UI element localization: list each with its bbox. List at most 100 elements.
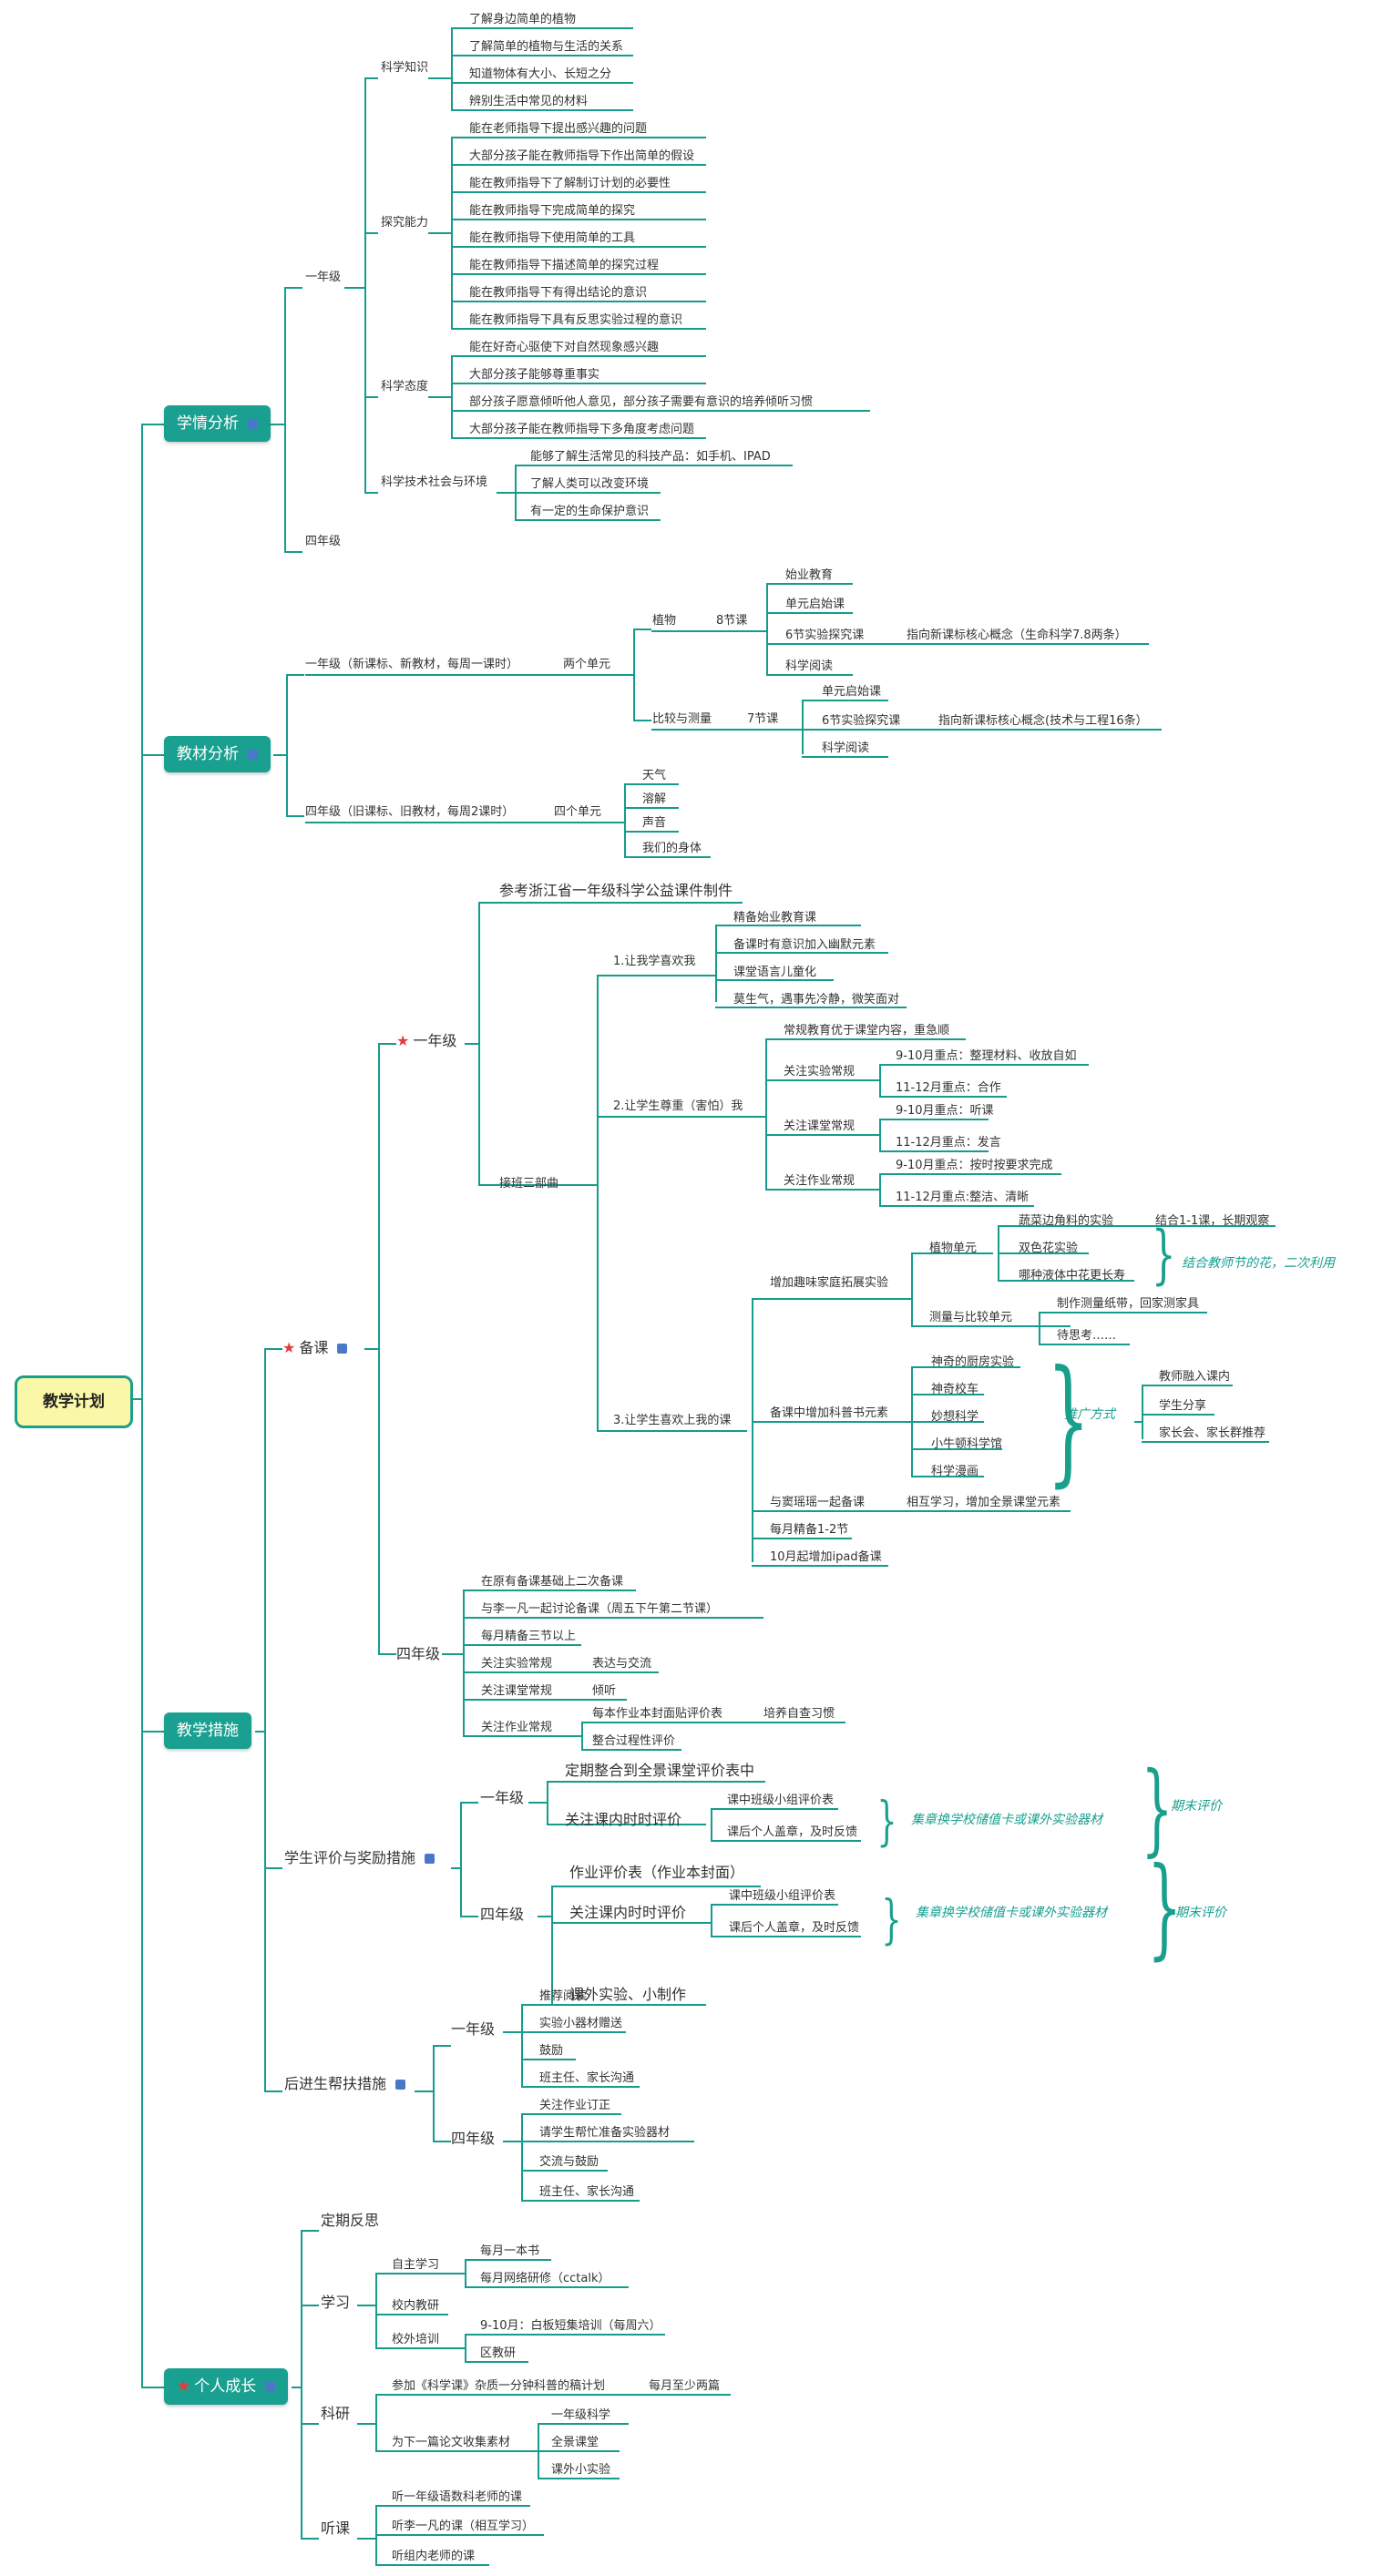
jc-four-item[interactable]: 我们的身体 [642,842,702,855]
jc-grade1[interactable]: 一年级（新课标、新教材，每周一课时） [305,658,519,671]
jc-zhiwu-note[interactable]: 指向新课标核心概念（生命科学7.8两条） [907,629,1127,642]
cs-ktc-item[interactable]: 9-10月重点：听课 [896,1104,994,1118]
cs-pj-g4-item[interactable]: 作业评价表（作业本封面） [569,1864,745,1881]
cz-xiaowai-item[interactable]: 9-10月：白板短集培训（每周六） [480,2319,661,2333]
cs-hj-g4-item[interactable]: 交流与鼓励 [539,2155,599,2169]
cs-pj-sub[interactable]: 课中班级小组评价表 [727,1794,835,1807]
cz-tingke[interactable]: 听课 [321,2520,351,2537]
cs-g4-item[interactable]: 关注实验常规 [481,1657,553,1671]
cs-hj-g1-item[interactable]: 班主任、家长沟通 [539,2071,635,2085]
cs-hj-g4-item[interactable]: 班主任、家长沟通 [539,2185,635,2199]
cz-xiaowai-item[interactable]: 区教研 [480,2346,517,2360]
cz-tingke-item[interactable]: 听李一凡的课（相互学习） [392,2520,535,2533]
jc-bijiao-item[interactable]: 6节实验探究课 [822,714,901,728]
cs-celiang-item[interactable]: 制作测量纸带，回家测家具 [1057,1297,1200,1311]
cs-hj-g1-item[interactable]: 实验小器材赠送 [539,2017,623,2030]
cs-pj-g4-item[interactable]: 课外实验、小制作 [569,1986,687,2003]
cs-pj-final[interactable]: 期末评价 [1171,1799,1222,1814]
xq-tanjiu-item[interactable]: 能在教师指导下完成简单的探究 [469,204,636,218]
cz-canjia-note[interactable]: 每月至少两篇 [649,2379,721,2393]
cz-xiaowai[interactable]: 校外培训 [392,2333,440,2346]
cz-tingke-item[interactable]: 听一年级语数科老师的课 [392,2490,523,2504]
cs-step1-item[interactable]: 莫生气，遇事先冷静，微笑面对 [733,993,900,1007]
jc-zhiwu-lessons[interactable]: 8节课 [716,614,748,628]
cs-hj-g1[interactable]: 一年级 [451,2020,496,2038]
cs-kepu-item[interactable]: 小牛顿科学馆 [931,1437,1003,1451]
xq-taidu-item[interactable]: 大部分孩子能够尊重事实 [469,368,600,382]
xq-taidu-item[interactable]: 部分孩子愿意倾听他人意见，部分孩子需要有意识的培养倾听习惯 [469,395,814,409]
jc-zhiwu-item[interactable]: 科学阅读 [785,659,834,673]
topic-xueqing[interactable]: 学情分析 [164,405,271,442]
cz-weixia-item[interactable]: 全景课堂 [551,2436,599,2449]
jc-zhiwu-item[interactable]: 始业教育 [785,568,834,582]
cs-pj-g1[interactable]: 一年级 [480,1789,525,1806]
cs-syc[interactable]: 关注实验常规 [784,1065,856,1078]
xq-zhishi[interactable]: 科学知识 [381,61,429,75]
xq-tanjiu-item[interactable]: 能在教师指导下描述简单的探究过程 [469,259,660,272]
cs-tuiguang[interactable]: 推广方式 [1064,1407,1115,1422]
cs-zyc[interactable]: 关注作业常规 [784,1174,856,1188]
xq-tanjiu-item[interactable]: 能在教师指导下使用简单的工具 [469,231,636,245]
xq-grade4[interactable]: 四年级 [305,535,342,548]
cs-ref[interactable]: 参考浙江省一年级科学公益课件制件 [499,882,733,899]
cz-zizhu[interactable]: 自主学习 [392,2258,440,2272]
cs-g4-zyc-item[interactable]: 每本作业本封面贴评价表 [592,1707,723,1721]
cs-hj-g1-item[interactable]: 推荐阅读 [539,1989,588,2003]
cs-douyu[interactable]: 与窦瑶瑶一起备课 [770,1496,866,1509]
cs-pj-g1-item[interactable]: 定期整合到全景课堂评价表中 [565,1762,755,1779]
xq-zhishi-item[interactable]: 了解身边简单的植物 [469,13,577,26]
cs-zhiwu-brace[interactable]: 结合教师节的花，二次利用 [1182,1256,1335,1271]
xq-tanjiu[interactable]: 探究能力 [381,216,429,230]
cs-zyc-item[interactable]: 9-10月重点：按时按要求完成 [896,1159,1053,1172]
jc-bijiao-note[interactable]: 指向新课标核心概念(技术与工程16条） [938,714,1148,728]
cs-step2-first[interactable]: 常规教育优于课堂内容，重急顺 [784,1024,950,1038]
cs-ktc-item[interactable]: 11-12月重点：发言 [896,1136,1001,1150]
xq-tanjiu-item[interactable]: 能在教师指导下了解制订计划的必要性 [469,177,671,190]
cs-g4-zyc-note[interactable]: 培养自查习惯 [763,1707,835,1721]
xq-tanjiu-item[interactable]: 能在老师指导下提出感兴趣的问题 [469,122,648,136]
xq-tanjiu-item[interactable]: 能在教师指导下具有反思实验过程的意识 [469,313,683,327]
cs-houjin[interactable]: 后进生帮扶措施 [284,2075,406,2093]
cz-tingke-item[interactable]: 听组内老师的课 [392,2550,476,2563]
cs-pj-g4[interactable]: 四年级 [480,1906,525,1923]
cz-keyan[interactable]: 科研 [321,2405,351,2422]
xq-grade1[interactable]: 一年级 [305,271,342,284]
cs-kepu[interactable]: 备课中增加科普书元素 [770,1406,889,1420]
cz-weixia-item[interactable]: 课外小实验 [551,2463,611,2477]
cs-ipad[interactable]: 10月起增加ipad备课 [770,1550,882,1564]
xq-jishu-item[interactable]: 了解人类可以改变环境 [530,477,650,491]
jc-grade4[interactable]: 四年级（旧课标、旧教材，每周2课时） [305,805,515,819]
cs-g4-item[interactable]: 在原有备课基础上二次备课 [481,1575,624,1589]
cz-canjia[interactable]: 参加《科学课》杂质一分钟科普的稿计划 [392,2379,606,2393]
cs-pj-final[interactable]: 期末评价 [1175,1906,1226,1920]
cs-step1-item[interactable]: 备课时有意识加入幽默元素 [733,938,876,952]
cs-zhiwu-unit[interactable]: 植物单元 [929,1242,978,1255]
topic-cuoshi[interactable]: 教学措施 [164,1712,251,1749]
cz-xuexi[interactable]: 学习 [321,2294,351,2311]
cs-step2[interactable]: 2.让学生尊重（害怕）我 [613,1099,743,1113]
cs-pj-g1-item[interactable]: 关注课内时时评价 [565,1811,682,1828]
xq-jishu-item[interactable]: 有一定的生命保护意识 [530,505,650,518]
cs-kepu-item[interactable]: 妙想科学 [931,1410,979,1424]
cs-hj-g1-item[interactable]: 鼓励 [539,2044,564,2058]
topic-jiaocai[interactable]: 教材分析 [164,736,271,772]
cz-fansi[interactable]: 定期反思 [321,2212,380,2229]
xq-taidu-item[interactable]: 大部分孩子能在教师指导下多角度考虑问题 [469,423,695,436]
jc-four-item[interactable]: 天气 [642,769,667,782]
xq-jishu[interactable]: 科学技术社会与环境 [381,475,488,489]
cs-hj-g4[interactable]: 四年级 [451,2130,496,2147]
cs-g4-zyc-item[interactable]: 整合过程性评价 [592,1734,676,1748]
cs-step1[interactable]: 1.让我学喜欢我 [613,955,696,968]
cs-g4-syc-note[interactable]: 表达与交流 [592,1657,652,1671]
cs-kepu-item[interactable]: 科学漫画 [931,1465,979,1478]
jc-bijiao-item[interactable]: 单元启始课 [822,685,882,699]
xq-jishu-item[interactable]: 能够了解生活常见的科技产品：如手机、IPAD [530,450,771,464]
xq-tanjiu-item[interactable]: 能在教师指导下有得出结论的意识 [469,286,648,300]
cs-zyc-item[interactable]: 11-12月重点:整洁、清晰 [896,1191,1030,1204]
cz-zizhu-item[interactable]: 每月网络研修（cctalk） [480,2272,610,2285]
xq-taidu-item[interactable]: 能在好奇心驱使下对自然现象感兴趣 [469,341,660,354]
xq-zhishi-item[interactable]: 知道物体有大小、长短之分 [469,67,612,81]
cs-tuiguang-item[interactable]: 学生分享 [1159,1399,1207,1413]
cs-pj-sub[interactable]: 课中班级小组评价表 [729,1889,836,1903]
jc-two-units[interactable]: 两个单元 [563,658,611,671]
